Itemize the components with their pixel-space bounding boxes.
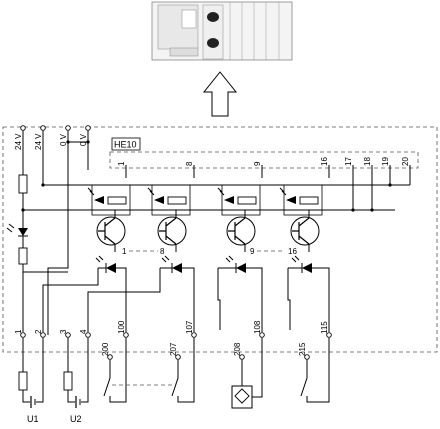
terminal-label-115: 115 (320, 321, 329, 334)
channel-range-start-2: 9 (250, 247, 255, 256)
connector-pin-label-17: 17 (344, 157, 353, 166)
source-label-u2: U2 (70, 414, 82, 424)
channel-range-start-1: 1 (122, 247, 127, 256)
optocoupler-channel-1 (87, 184, 131, 252)
connector-pin-label-16: 16 (320, 157, 329, 166)
connector-pin-label-1: 1 (117, 161, 126, 166)
supply-label-2: 24 V (34, 133, 43, 150)
supply-label-1: 24 V (14, 133, 23, 150)
terminal-label-3: 3 (59, 329, 68, 334)
terminal-label-100: 100 (117, 320, 126, 334)
terminal-label-208: 208 (233, 342, 242, 356)
connector-pin-label-18: 18 (363, 157, 372, 166)
terminal-label-215: 215 (298, 342, 307, 356)
module-boundary (2, 126, 438, 353)
input-led-1 (95, 255, 116, 273)
optocoupler-channel-4 (279, 184, 323, 252)
connector-pin-label-19: 19 (381, 157, 390, 166)
source-label-u1: U1 (27, 414, 39, 424)
terminal-label-200: 200 (101, 342, 110, 356)
power-supply-u2 (63, 338, 89, 408)
input-led-4 (291, 255, 312, 273)
input-switch-207 (171, 338, 195, 403)
input-led-3 (225, 255, 246, 273)
input-switch-200 (103, 338, 127, 403)
terminal-label-108: 108 (253, 320, 262, 334)
he10-connector-boundary (109, 151, 419, 169)
channel-range-end-1: 8 (160, 247, 165, 256)
connector-pin-label-8: 8 (185, 161, 194, 166)
terminal-label-107: 107 (185, 320, 194, 334)
terminal-label-1: 1 (14, 329, 23, 334)
terminal-label-207: 207 (169, 342, 178, 356)
input-led-2 (161, 255, 182, 273)
power-supply-u1 (18, 338, 44, 408)
terminal-label-4: 4 (79, 329, 88, 334)
connector-pin-label-20: 20 (401, 157, 410, 166)
optocoupler-channel-2 (147, 184, 191, 252)
proximity-sensor (231, 338, 263, 409)
up-arrow-icon (202, 71, 238, 117)
supply-label-3: 0 V (59, 133, 68, 146)
supply-label-4: 0 V (79, 133, 88, 146)
input-switch-215 (300, 338, 330, 403)
connector-name: HE10 (114, 140, 137, 150)
optocoupler-channel-3 (217, 184, 261, 252)
terminal-label-2: 2 (34, 329, 43, 334)
connector-pin-label-9: 9 (253, 161, 262, 166)
plc-module-icon (151, 1, 293, 61)
channel-range-end-2: 16 (288, 247, 297, 256)
